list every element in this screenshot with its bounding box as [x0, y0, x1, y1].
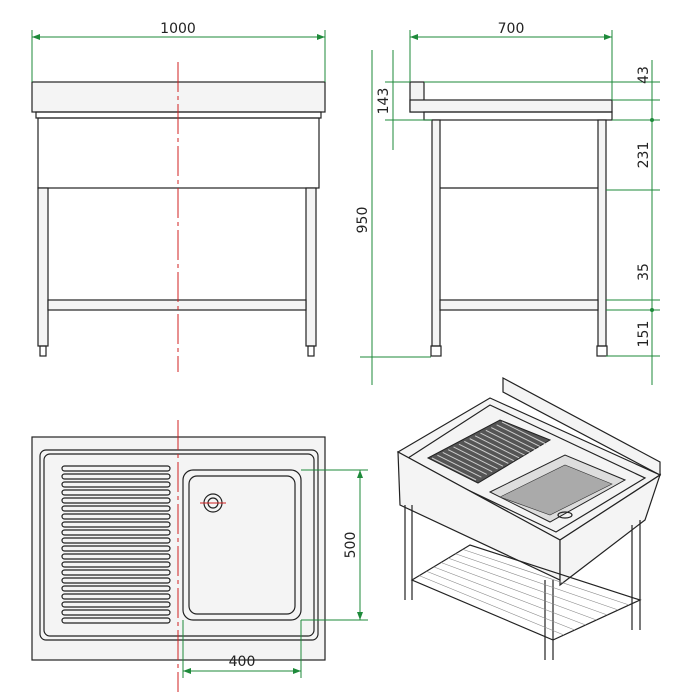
- shelf-line: [448, 557, 608, 616]
- shelf-line: [426, 570, 575, 631]
- dim-bowl-depth: 231: [636, 142, 652, 169]
- groove-iso: [480, 432, 525, 456]
- groove-iso: [491, 427, 536, 450]
- groove-iso: [485, 429, 531, 453]
- groove-iso: [469, 438, 514, 462]
- groove-iso: [431, 457, 477, 481]
- dim-shelf-height: 151: [636, 321, 652, 348]
- dim-side-depth: 700: [498, 21, 525, 37]
- groove-iso: [474, 435, 520, 459]
- groove: [61, 561, 171, 568]
- groove: [61, 521, 171, 528]
- groove: [61, 489, 171, 496]
- groove: [61, 569, 171, 576]
- groove: [61, 537, 171, 544]
- groove: [61, 577, 171, 584]
- dim-bowl-width: 400: [229, 654, 256, 670]
- groove: [61, 481, 171, 488]
- groove: [61, 513, 171, 520]
- groove-iso: [437, 454, 482, 478]
- side-view: 700 43 231 35 151 143 950: [355, 21, 660, 385]
- groove: [61, 585, 171, 592]
- dim-top-thickness: 143: [376, 88, 392, 115]
- shelf-lines-iso: [419, 549, 630, 636]
- top-view: 500 400: [31, 420, 368, 692]
- shelf-line: [455, 553, 619, 611]
- groove: [61, 529, 171, 536]
- groove: [61, 497, 171, 504]
- dim-backsplash-height: 43: [636, 66, 652, 84]
- dim-front-width: 1000: [160, 21, 196, 37]
- front-view: 1000: [31, 21, 326, 372]
- groove-iso: [501, 421, 547, 445]
- shelf-line: [419, 575, 564, 636]
- groove-iso: [442, 452, 487, 475]
- groove: [61, 473, 171, 480]
- groove-iso: [496, 424, 541, 448]
- shelf-line: [440, 562, 597, 621]
- groove: [61, 617, 171, 624]
- isometric-view: [396, 376, 662, 660]
- groove-iso: [453, 446, 498, 470]
- dim-shelf-thickness: 35: [636, 263, 652, 281]
- groove: [61, 601, 171, 608]
- shelf-line: [433, 566, 586, 626]
- groove: [61, 505, 171, 512]
- groove-iso: [458, 443, 504, 467]
- drainboard-grooves: [61, 465, 171, 624]
- shelf-line: [462, 549, 630, 606]
- dim-bowl-length: 500: [343, 532, 359, 559]
- groove: [61, 593, 171, 600]
- groove: [61, 553, 171, 560]
- groove: [61, 545, 171, 552]
- dim-total-height: 950: [355, 207, 371, 234]
- groove: [61, 609, 171, 616]
- drainboard-grooves-iso: [431, 421, 547, 481]
- groove-iso: [447, 449, 493, 473]
- groove-iso: [464, 440, 509, 464]
- groove: [61, 465, 171, 472]
